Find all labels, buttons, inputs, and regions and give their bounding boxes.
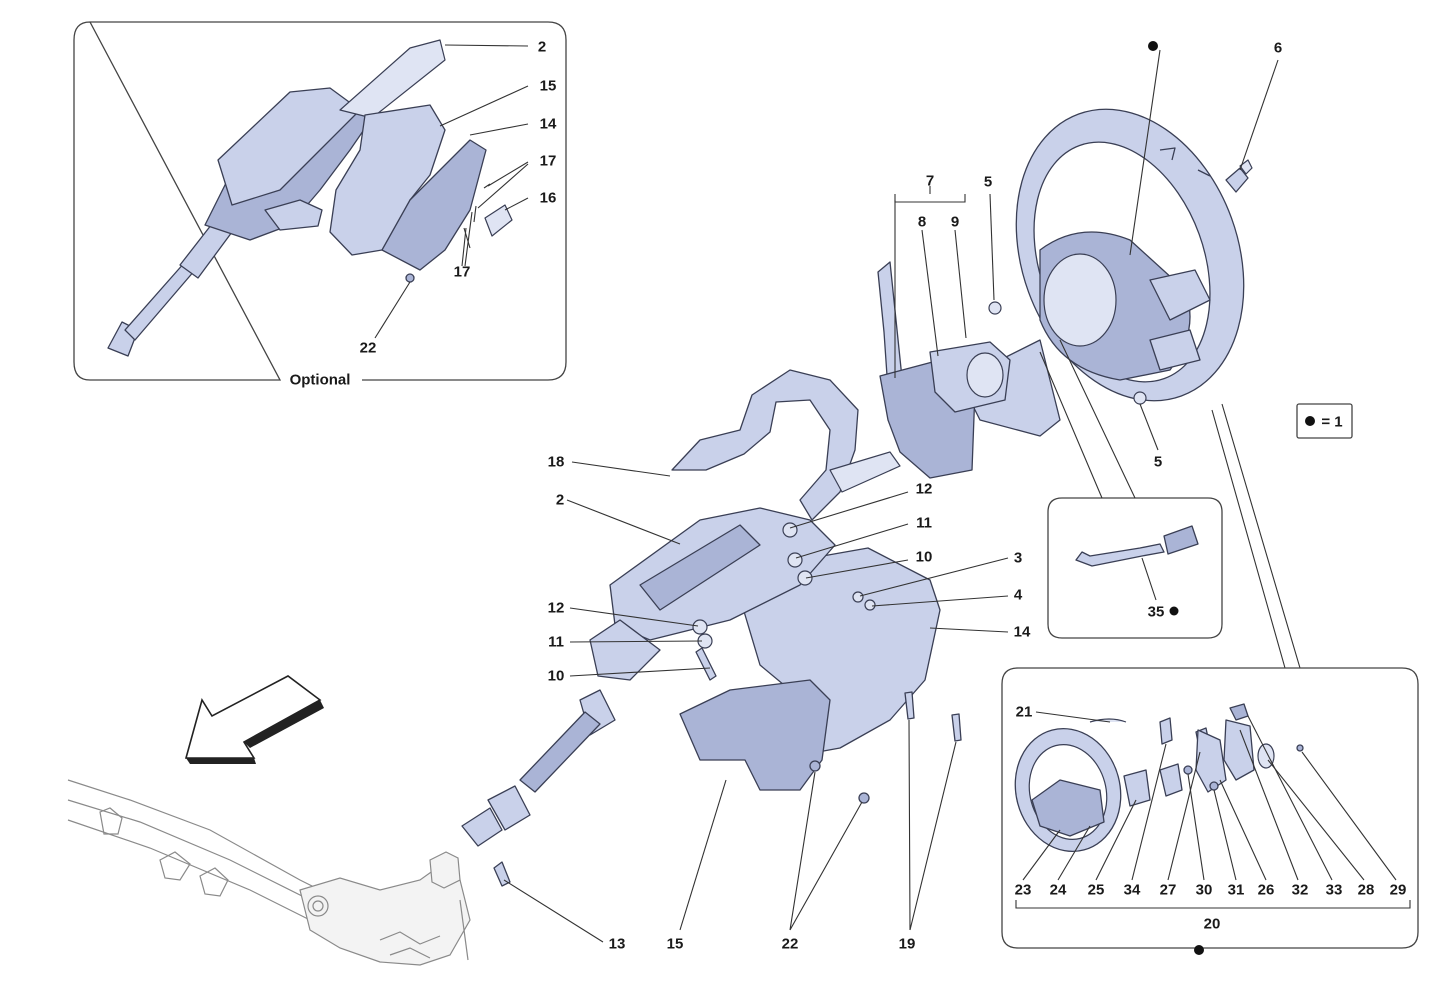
label-15: 15 [667, 936, 684, 953]
label-34: 34 [1124, 882, 1141, 899]
label-11-lower: 11 [548, 634, 564, 651]
label-5-upper: 5 [984, 174, 992, 191]
label-32: 32 [1292, 882, 1309, 899]
label-13: 13 [609, 936, 626, 953]
label-8: 8 [918, 214, 926, 231]
optional-inset: Optional 2 15 14 17 16 17 [73, 21, 567, 389]
steering-rack-background [67, 779, 471, 966]
label-35: 35 [1148, 604, 1165, 621]
cap-5-upper [988, 301, 1002, 315]
label-16-inset: 16 [540, 190, 557, 207]
label-14: 14 [1014, 624, 1031, 641]
bullet-legend [1305, 416, 1315, 426]
cap-5-lower [1133, 391, 1147, 405]
bolt-13 [493, 861, 511, 887]
label-18: 18 [548, 454, 565, 471]
label-29: 29 [1390, 882, 1407, 899]
label-12-lower: 12 [548, 600, 565, 617]
label-15-inset: 15 [540, 78, 557, 95]
wheel-components-inset: 21 23 24 25 34 27 30 31 26 32 33 28 29 2… [1001, 403, 1419, 955]
label-7: 7 [926, 173, 934, 190]
label-21: 21 [1016, 704, 1033, 721]
nuts-22 [809, 760, 870, 804]
label-31: 31 [1228, 882, 1245, 899]
label-11-upper: 11 [916, 515, 932, 532]
inset-nut-22 [405, 273, 415, 283]
bullet-wheel [1148, 41, 1158, 51]
label-25: 25 [1088, 882, 1105, 899]
label-27: 27 [1160, 882, 1177, 899]
label-33: 33 [1326, 882, 1343, 899]
cable-inset: 35 [1039, 339, 1223, 639]
inset-steering-column [107, 39, 513, 357]
label-28: 28 [1358, 882, 1375, 899]
label-22: 22 [782, 936, 799, 953]
bullet-20 [1194, 945, 1204, 955]
label-17-inset-b: 17 [454, 264, 471, 281]
screws-19 [904, 691, 962, 742]
inset-clips-17 [463, 183, 491, 249]
bracket-3 [852, 591, 864, 603]
bracket-4 [864, 599, 876, 611]
front-direction-arrow-icon [184, 675, 324, 764]
paddle-shifter-assembly [877, 261, 1061, 479]
label-17-inset-a: 17 [540, 153, 557, 170]
label-10-lower: 10 [548, 668, 565, 685]
label-10-upper: 10 [916, 549, 933, 566]
optional-caption: Optional [290, 372, 351, 389]
wheel-bolt-6 [1225, 159, 1253, 193]
label-22-inset: 22 [360, 340, 377, 357]
label-24: 24 [1050, 882, 1067, 899]
label-9: 9 [951, 214, 959, 231]
label-6: 6 [1274, 40, 1282, 57]
label-3: 3 [1014, 550, 1022, 567]
main-steering-column [461, 369, 941, 847]
label-5-lower: 5 [1154, 454, 1162, 471]
label-30: 30 [1196, 882, 1213, 899]
label-2-inset: 2 [538, 39, 546, 56]
washers-10-11-12 [692, 522, 813, 681]
label-2: 2 [556, 492, 564, 509]
legend-text: = 1 [1321, 414, 1342, 431]
label-14-inset: 14 [540, 116, 557, 133]
label-12-upper: 12 [916, 481, 933, 498]
label-19: 19 [899, 936, 916, 953]
bullet-35 [1169, 606, 1179, 616]
label-20: 20 [1204, 916, 1221, 933]
label-26: 26 [1258, 882, 1275, 899]
label-4: 4 [1014, 587, 1023, 604]
legend-box: = 1 [1296, 403, 1353, 439]
label-23: 23 [1015, 882, 1032, 899]
